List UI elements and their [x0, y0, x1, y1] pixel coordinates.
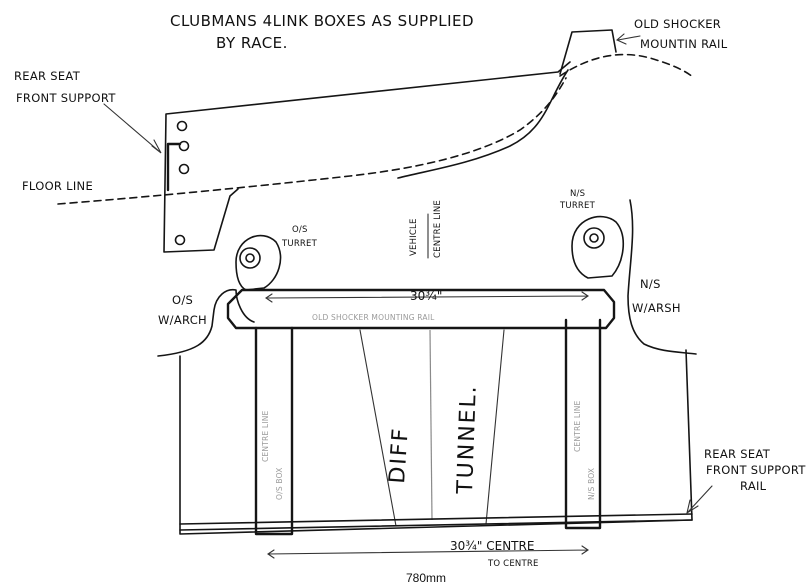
floor-line [57, 77, 567, 205]
top-width-label: 30¾" [410, 289, 442, 303]
ns-turret-hole [589, 233, 599, 243]
rear-seat-rail-label-3: RAIL [740, 479, 767, 493]
rear-seat-label-2: FRONT SUPPORT [16, 91, 116, 105]
diff-tunnel-right [485, 329, 505, 525]
bottom-rail [179, 513, 693, 531]
old-shocker-rail-dashed [559, 53, 695, 79]
os-turret-hole [245, 253, 255, 263]
metric-label: 780mm [406, 571, 446, 585]
bottom-width-label-2: TO CENTRE [487, 559, 539, 569]
ns-warch-label-2: W/ARSH [632, 301, 681, 315]
box-side-profile [163, 61, 571, 253]
bottom-dimension [267, 545, 589, 559]
rear-seat-rail-label-1: REAR SEAT [704, 447, 771, 461]
os-turret-outline [235, 234, 282, 291]
seat-support-arrow [103, 103, 162, 154]
ns-turret-boss [583, 227, 605, 249]
old-shocker-label-2: MOUNTIN RAIL [640, 37, 728, 51]
ns-wheel-arch [627, 199, 697, 355]
old-shocker-rail-shape [559, 29, 617, 75]
ns-box-centre-label: CENTRE LINE [573, 400, 582, 452]
bottom-width-label: 30¾" CENTRE [450, 539, 534, 553]
ns-4link-box [564, 318, 602, 530]
ns-turret-label-2: TURRET [559, 201, 596, 211]
tunnel-centre-faint [429, 329, 433, 521]
diff-label: DIFF [385, 426, 414, 484]
old-rail-faint-label: OLD SHOCKER MOUNTING RAIL [312, 313, 435, 322]
os-turret-label-2: TURRET [281, 239, 318, 249]
old-shocker-arrow [615, 33, 641, 45]
old-shocker-label-1: OLD SHOCKER [634, 17, 721, 31]
rear-seat-label-1: REAR SEAT [14, 69, 81, 83]
ns-warch-label-1: N/S [640, 277, 661, 291]
tunnel-label: TUNNEL. [453, 384, 482, 495]
vehicle-centre-label-1: VEHICLE [409, 218, 419, 256]
os-warch-label-1: O/S [172, 293, 193, 307]
rear-seat-rail-arrow [686, 485, 713, 515]
ns-box-label: N/S BOX [587, 468, 596, 500]
diff-tunnel-left [359, 329, 397, 527]
ns-turret-label-1: N/S [570, 189, 585, 199]
bracket-hole [178, 140, 190, 152]
rear-seat-rail-label-2: FRONT SUPPORT [706, 463, 806, 477]
os-wheel-arch [157, 288, 255, 357]
floor-line-label: FLOOR LINE [22, 179, 93, 193]
vehicle-centre-label-2: CENTRE LINE [433, 200, 443, 258]
os-turret-boss [239, 247, 261, 269]
os-box-label: O/S BOX [275, 467, 284, 500]
bracket-hole [174, 234, 186, 246]
bracket-hole [178, 163, 190, 175]
os-warch-label-2: W/ARCH [158, 313, 207, 327]
top-rail-dimension [265, 291, 589, 303]
ns-turret-outline [571, 215, 624, 279]
seat-support-bracket [166, 142, 182, 192]
lower-body-outline [179, 349, 693, 535]
title-line-1: CLUBMANS 4LINK BOXES AS SUPPLIED [170, 12, 474, 30]
profile-curve [397, 69, 569, 179]
os-turret-label-1: O/S [292, 225, 308, 235]
top-cross-rail [226, 288, 616, 330]
os-box-centre-label: CENTRE LINE [261, 410, 270, 462]
bracket-hole [176, 120, 188, 132]
title-line-2: BY RACE. [216, 34, 288, 52]
os-4link-box [254, 326, 294, 536]
